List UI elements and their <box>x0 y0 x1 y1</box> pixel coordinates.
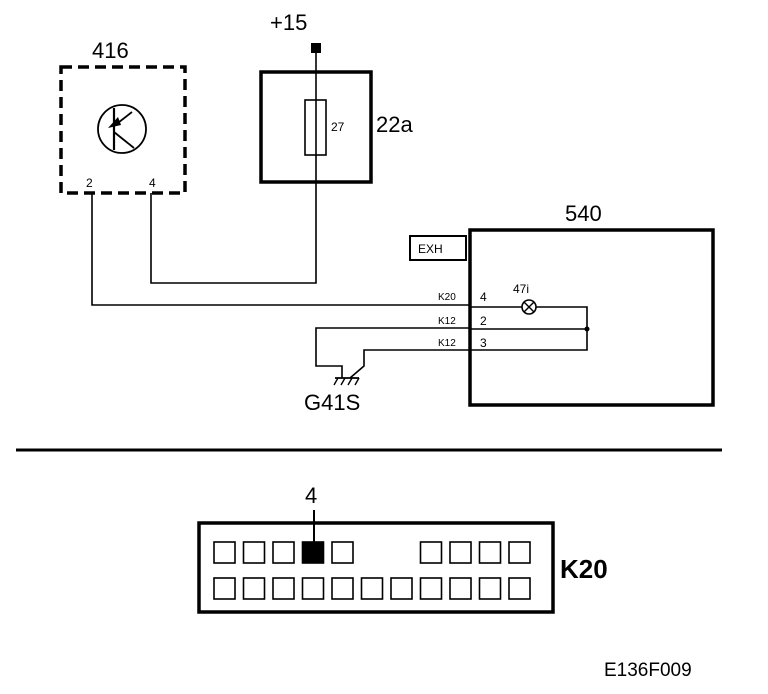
connector-pin-cavity <box>242 541 266 564</box>
ground-symbol <box>333 377 360 386</box>
connector-pin-cavity <box>419 577 443 600</box>
transistor-symbol <box>97 104 147 154</box>
sensor-pin-4: 4 <box>149 176 156 190</box>
wire-pin2-to-ecu <box>91 193 470 306</box>
lamp-label: 47i <box>513 282 529 296</box>
connector-pin-cavity <box>360 577 384 600</box>
wire-pin4-to-fuse <box>150 155 317 284</box>
connector-pin-cavity <box>272 541 295 564</box>
connector-label: K12 <box>438 338 456 349</box>
connector-pin-cavity <box>331 577 354 600</box>
fuse-number: 27 <box>331 120 345 134</box>
connector-pin-cavity <box>508 541 531 564</box>
connector-pin-cavity <box>213 577 236 600</box>
supply-terminal <box>311 43 321 53</box>
connector-body <box>197 521 555 614</box>
connector-pin-cavity <box>390 577 413 600</box>
connector-label: K20 <box>438 292 456 303</box>
exh-tag-box <box>409 235 467 261</box>
sensor-pin-2: 2 <box>86 176 93 190</box>
connector-name: K20 <box>560 554 608 584</box>
highlighted-pin-number: 4 <box>305 483 317 508</box>
connector-pin-cavity <box>449 541 472 564</box>
wire-k12-pin3-to-ground <box>349 349 470 379</box>
lamp-symbol <box>521 299 537 315</box>
connector-pin-cavity <box>301 577 325 600</box>
connector-pin-cavity <box>478 541 502 564</box>
connector-pin: 3 <box>480 336 487 350</box>
connector-pin-cavity <box>242 577 266 600</box>
connector-pin-cavity <box>449 577 472 600</box>
connector-pin-cavity <box>478 577 502 600</box>
fuse-box-id: 22a <box>376 112 413 137</box>
sensor-id: 416 <box>92 38 129 63</box>
control-unit-id: 540 <box>565 201 602 226</box>
connector-pin-cavity <box>272 577 295 600</box>
figure-code: E136F009 <box>604 660 692 681</box>
connector-pin-cavity <box>508 577 531 600</box>
control-unit-box <box>468 228 715 407</box>
exh-tag: EXH <box>418 242 443 256</box>
supply-label: +15 <box>270 10 307 35</box>
connector-pin-highlighted <box>301 541 325 564</box>
ground-label: G41S <box>304 390 360 415</box>
connector-pin-cavity <box>419 541 443 564</box>
junction-dot <box>584 326 590 332</box>
connector-pin-cavity <box>213 541 236 564</box>
connector-pin-grid <box>213 541 531 600</box>
connector-pin: 4 <box>480 290 487 304</box>
connector-pin: 2 <box>480 314 487 328</box>
connector-pin-cavity <box>331 541 354 564</box>
connector-label: K12 <box>438 316 456 327</box>
sensor-box <box>59 65 187 195</box>
wire-k12-pin2-to-ground <box>315 327 470 378</box>
